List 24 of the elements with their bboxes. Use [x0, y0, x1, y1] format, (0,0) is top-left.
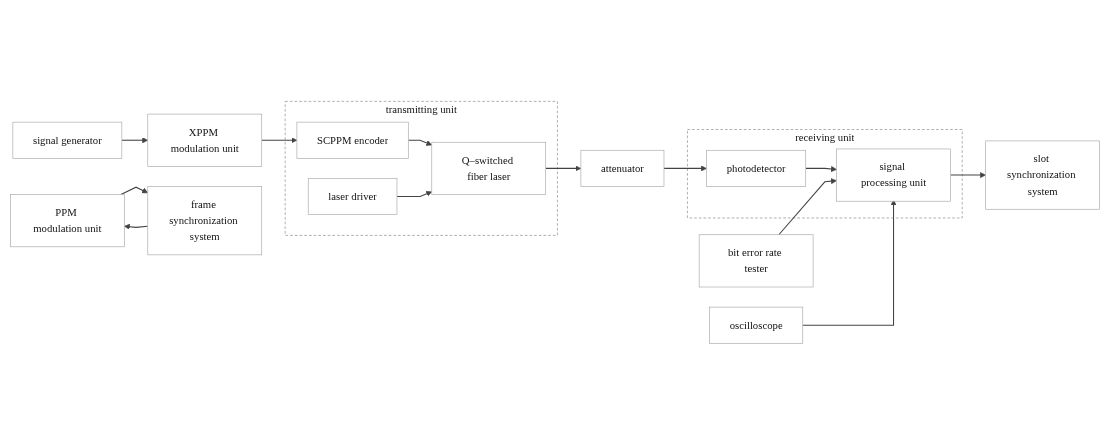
arrow [396, 191, 433, 198]
node-box: oscilloscope [709, 306, 804, 344]
node-box: bit error rate tester [698, 234, 814, 288]
arrow [663, 165, 707, 172]
node-box: frame synchronization system [147, 186, 263, 256]
arrow [121, 137, 149, 144]
node-box: attenuator [580, 150, 665, 187]
node-box: signal processing unit [836, 148, 951, 202]
arrow [407, 139, 433, 146]
arrow [778, 178, 837, 236]
node-box: laser driver [307, 178, 398, 216]
node-box: SCPPM encoder [296, 121, 409, 159]
node-box: slot synchronization system [985, 140, 1100, 210]
node-box: Q–switched fiber laser [431, 142, 547, 195]
node-box: photodetector [706, 150, 807, 187]
node-box: PPM modulation unit [10, 194, 125, 248]
arrow [949, 172, 986, 179]
node-box: signal generator [12, 121, 123, 159]
arrow [805, 166, 837, 173]
arrow [545, 165, 582, 172]
arrow [120, 186, 149, 196]
arrow [261, 137, 298, 144]
arrow [124, 223, 149, 230]
node-box: XPPM modulation unit [147, 113, 263, 167]
